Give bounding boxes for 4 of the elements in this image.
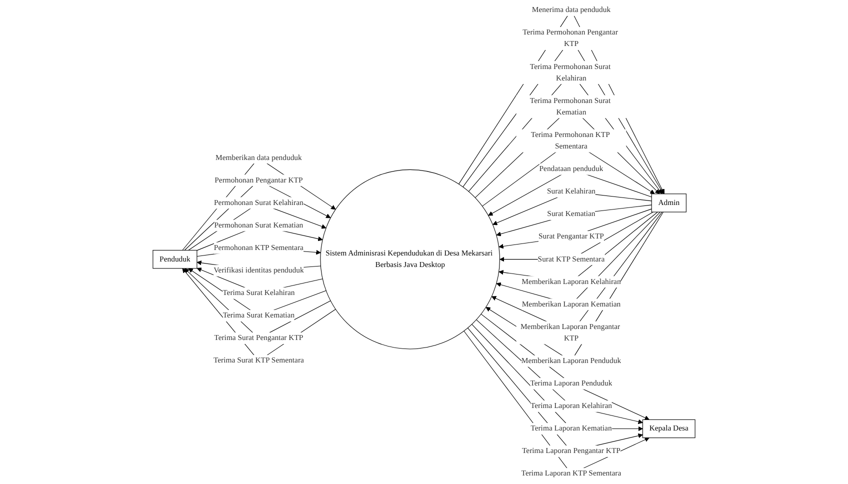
arrow: [492, 191, 652, 226]
arrow: [500, 212, 654, 262]
arrow: [496, 204, 652, 236]
arrow: [498, 208, 652, 249]
